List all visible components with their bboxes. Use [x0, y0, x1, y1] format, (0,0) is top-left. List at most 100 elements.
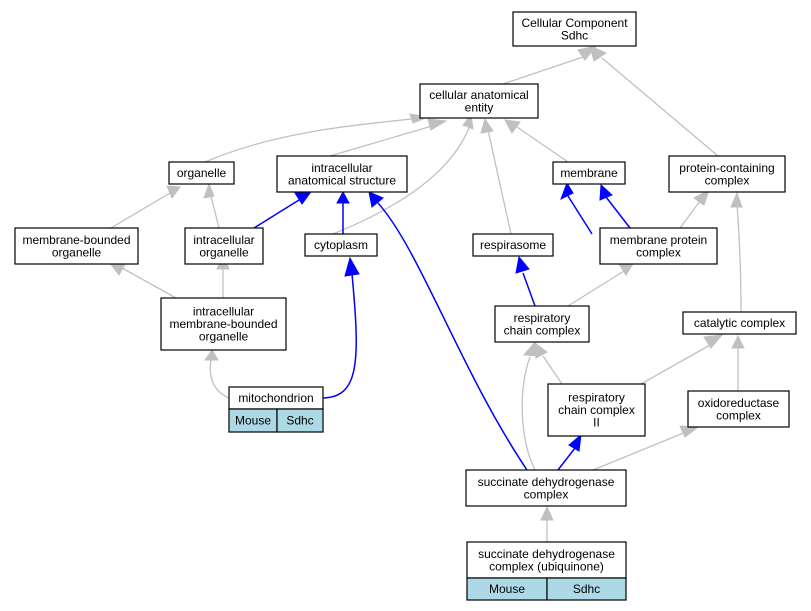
arrowhead-icon	[589, 45, 608, 62]
node-label-line: II	[593, 416, 600, 430]
node-membrane[interactable]: membrane	[552, 161, 626, 185]
is-a-edge	[731, 334, 745, 391]
node-label-line: Cellular Component	[521, 16, 628, 30]
node-box	[466, 541, 627, 579]
node-label-line: chain complex	[504, 323, 581, 337]
is-a-edge	[204, 349, 230, 399]
arrowhead-icon	[568, 433, 582, 452]
node-box	[547, 383, 646, 437]
edge-line	[204, 117, 421, 163]
is-a-edge	[521, 340, 539, 471]
edge-line	[640, 344, 711, 385]
annotation-box	[546, 577, 627, 601]
node-label-line: complex	[716, 408, 761, 422]
node-box	[472, 233, 554, 257]
node-catalytic-complex[interactable]: catalytic complex	[682, 311, 797, 335]
arrowhead-icon	[522, 340, 539, 357]
part-of-edge	[321, 256, 360, 399]
arrowhead-icon	[730, 191, 743, 208]
edge-line	[679, 200, 701, 229]
edge-line	[110, 192, 171, 229]
graph-edges	[107, 45, 745, 542]
arrowhead-icon	[540, 505, 554, 521]
edge-line	[487, 129, 512, 235]
part-of-edge	[368, 191, 528, 471]
arrowhead-icon	[336, 190, 350, 204]
node-label-line: entity	[465, 100, 494, 114]
node-organelle[interactable]: organelle	[168, 161, 235, 185]
edge-line	[542, 355, 563, 385]
node-box	[276, 155, 408, 193]
node-box	[184, 227, 264, 265]
arrowhead-icon	[294, 192, 311, 205]
is-a-edge	[329, 118, 448, 157]
node-label-line: complex	[636, 245, 681, 259]
node-label-line: respiratory	[568, 391, 625, 405]
node-label-line: organelle	[177, 166, 227, 180]
edge-line	[253, 199, 300, 229]
edge-line	[567, 195, 593, 235]
is-a-edge	[589, 45, 719, 157]
edge-line	[377, 202, 528, 471]
arrowhead-icon	[599, 183, 613, 201]
edge-line	[332, 124, 471, 235]
is-a-edge	[203, 182, 220, 229]
is-a-edge	[204, 113, 430, 163]
edge-line	[321, 273, 357, 399]
node-label-line: membrane protein	[610, 233, 707, 247]
part-of-edge	[253, 192, 311, 229]
arrowhead-icon	[344, 256, 360, 277]
is-a-edge	[107, 261, 177, 299]
arrowhead-icon	[203, 182, 215, 199]
edge-line	[516, 126, 569, 163]
is-a-edge	[502, 45, 598, 85]
is-a-edge	[540, 505, 554, 542]
arrowhead-icon	[693, 188, 710, 206]
node-box	[512, 11, 637, 47]
arrowhead-icon	[560, 181, 574, 201]
node-label-line: organelle	[52, 245, 102, 259]
annotation-box	[276, 408, 324, 433]
annotation-label: Sdhc	[573, 582, 600, 596]
edge-line	[521, 356, 536, 471]
part-of-edge	[515, 255, 536, 307]
annotation-label: Sdhc	[286, 414, 313, 428]
arrowhead-icon	[703, 334, 724, 349]
arrowhead-icon	[731, 334, 745, 349]
node-mitochondrion[interactable]: mitochondrion	[228, 386, 324, 410]
edge-line	[605, 196, 631, 229]
arrowhead-icon	[166, 185, 181, 200]
node-box	[494, 305, 590, 343]
node-label-line: membrane-bounded	[169, 317, 277, 331]
edge-line	[329, 125, 433, 157]
arrowhead-icon	[515, 255, 530, 274]
node-label-line: cellular anatomical	[429, 88, 528, 102]
node-label-line: membrane-bounded	[22, 233, 130, 247]
arrowhead-icon	[368, 191, 384, 208]
is-a-edge	[504, 119, 569, 163]
node-cytoplasm[interactable]: cytoplasm	[304, 233, 378, 257]
node-respirasome[interactable]: respirasome	[472, 233, 554, 257]
arrowhead-icon	[480, 117, 494, 134]
node-label-line: Sdhc	[561, 28, 588, 42]
node-box	[14, 227, 139, 265]
is-a-edge	[640, 334, 724, 385]
node-label-line: complex	[524, 487, 569, 501]
node-label-line: chain complex	[558, 403, 635, 417]
node-label-line: complex (ubiquinone)	[489, 559, 604, 573]
node-label-line: complex	[705, 173, 750, 187]
